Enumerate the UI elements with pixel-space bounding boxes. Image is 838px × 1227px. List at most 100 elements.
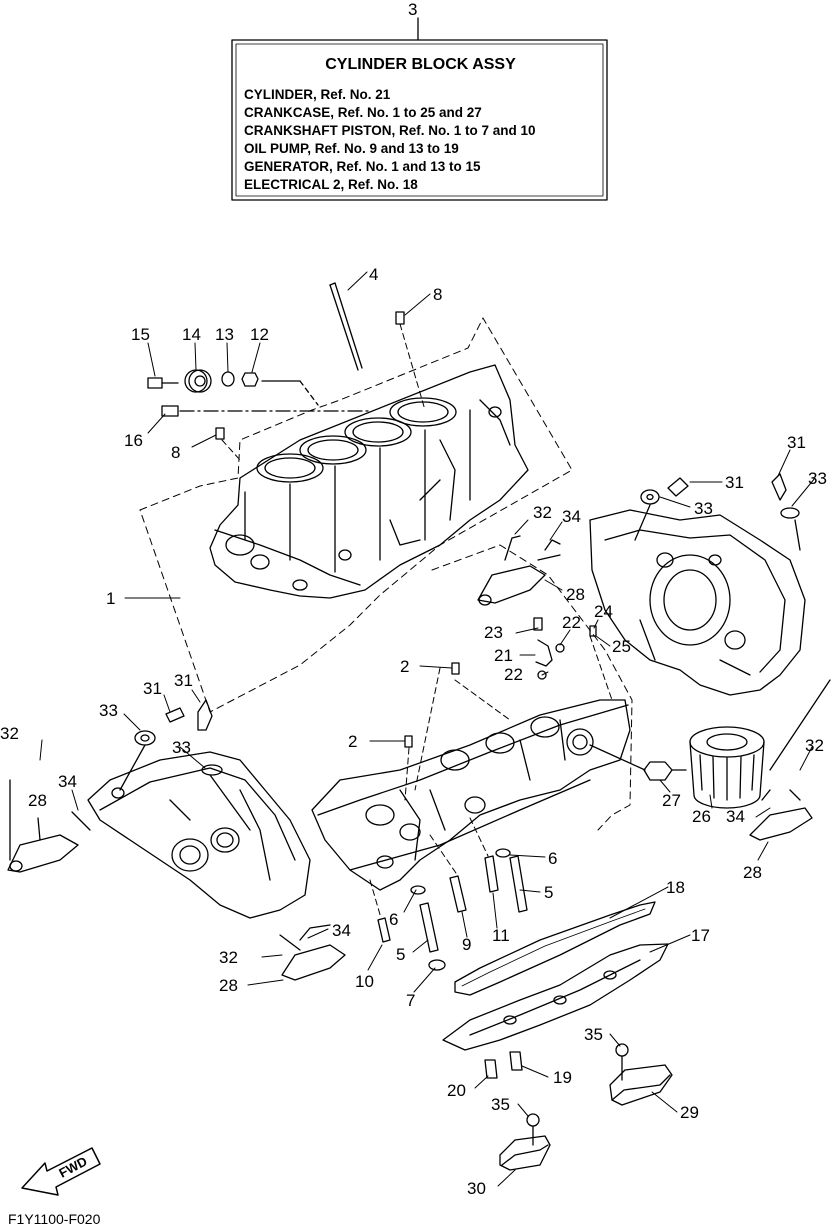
ref-label: 31 bbox=[143, 679, 162, 698]
assembly-callout-number: 3 bbox=[408, 0, 418, 19]
assembly-box-line: CRANKSHAFT PISTON, Ref. No. 1 to 7 and 1… bbox=[244, 123, 536, 138]
washer bbox=[201, 764, 223, 776]
ref-label: 34 bbox=[562, 507, 581, 526]
fwd-arrow-icon bbox=[21, 1147, 101, 1196]
ref-label: 16 bbox=[124, 431, 143, 450]
rubber-mount bbox=[499, 1113, 551, 1171]
assembly-info-box bbox=[231, 39, 608, 201]
ref-label: 28 bbox=[566, 585, 585, 604]
assembly-box-title: CYLINDER BLOCK ASSY bbox=[325, 56, 516, 73]
gasket bbox=[454, 901, 656, 996]
ref-label: 10 bbox=[355, 972, 374, 991]
ref-label: 20 bbox=[447, 1081, 466, 1100]
ref-label: 32 bbox=[0, 724, 19, 743]
ref-label: 34 bbox=[726, 807, 745, 826]
bolt bbox=[667, 477, 689, 497]
ref-label: 4 bbox=[369, 265, 378, 284]
ref-label: 6 bbox=[548, 849, 557, 868]
ref-label: 24 bbox=[594, 602, 613, 621]
stud-bolt bbox=[329, 282, 363, 371]
bolt bbox=[509, 1051, 523, 1071]
ref-label: 28 bbox=[743, 863, 762, 882]
oil-filter bbox=[689, 726, 765, 809]
cylinder-block bbox=[209, 364, 529, 599]
rubber-mount bbox=[609, 1043, 673, 1106]
ref-label: 31 bbox=[787, 433, 806, 452]
assembly-box-line: CRANKCASE, Ref. No. 1 to 25 and 27 bbox=[244, 105, 482, 120]
plug-assembly bbox=[147, 369, 371, 417]
washer bbox=[134, 730, 156, 746]
diagram-code: F1Y1100-F020 bbox=[8, 1211, 101, 1227]
ref-label: 22 bbox=[504, 665, 523, 684]
ref-label: 32 bbox=[219, 948, 238, 967]
bolt bbox=[484, 1059, 498, 1079]
dowel-pin bbox=[404, 735, 413, 748]
ref-label: 30 bbox=[467, 1179, 486, 1198]
dowel-pin bbox=[215, 427, 225, 440]
assembly-box-line: CYLINDER, Ref. No. 21 bbox=[244, 87, 391, 102]
generator-cover bbox=[589, 509, 806, 696]
ref-label: 1 bbox=[106, 589, 115, 608]
ref-label: 13 bbox=[215, 325, 234, 344]
bolt bbox=[165, 707, 185, 723]
crankcase-bolts bbox=[369, 817, 528, 971]
ref-label: 23 bbox=[484, 623, 503, 642]
ref-label: 26 bbox=[692, 807, 711, 826]
dowel-pin bbox=[395, 311, 405, 325]
ref-label: 25 bbox=[612, 637, 631, 656]
ref-label: 8 bbox=[171, 443, 180, 462]
dowel-pin bbox=[451, 662, 460, 675]
washer bbox=[640, 489, 660, 505]
ref-label: 28 bbox=[219, 976, 238, 995]
assembly-box-line: ELECTRICAL 2, Ref. No. 18 bbox=[244, 177, 418, 192]
ref-label: 27 bbox=[662, 791, 681, 810]
ref-label: 33 bbox=[808, 469, 827, 488]
oil-pan bbox=[442, 943, 669, 1051]
bolt bbox=[197, 699, 213, 731]
ref-label: 34 bbox=[58, 772, 77, 791]
ref-label: 32 bbox=[805, 736, 824, 755]
ref-label: 33 bbox=[172, 738, 191, 757]
ref-label: 5 bbox=[544, 883, 553, 902]
ref-label: 6 bbox=[389, 910, 398, 929]
fwd-label: FWD bbox=[56, 1154, 89, 1181]
union-fitting bbox=[589, 744, 687, 781]
bracket bbox=[749, 679, 831, 841]
ref-label: 34 bbox=[332, 921, 351, 940]
side-cover bbox=[87, 751, 311, 919]
ref-label: 31 bbox=[174, 671, 193, 690]
washer bbox=[780, 507, 800, 519]
ref-label: 2 bbox=[400, 657, 409, 676]
bracket bbox=[477, 535, 561, 606]
ref-label: 29 bbox=[680, 1103, 699, 1122]
bracket bbox=[7, 779, 91, 873]
ref-label: 35 bbox=[491, 1095, 510, 1114]
oil-fittings bbox=[533, 617, 613, 701]
ref-label: 11 bbox=[492, 926, 510, 945]
ref-label: 18 bbox=[666, 878, 685, 897]
ref-label: 28 bbox=[28, 791, 47, 810]
ref-label: 22 bbox=[562, 613, 581, 632]
ref-label: 32 bbox=[533, 503, 552, 522]
assembly-box-lines: CYLINDER, Ref. No. 21 CRANKCASE, Ref. No… bbox=[244, 86, 536, 194]
ref-label: 5 bbox=[396, 945, 405, 964]
crankcase bbox=[311, 699, 631, 891]
ref-label: 15 bbox=[131, 325, 150, 344]
ref-label: 9 bbox=[462, 935, 471, 954]
ref-label: 35 bbox=[584, 1025, 603, 1044]
ref-label: 21 bbox=[494, 646, 513, 665]
bolt bbox=[771, 473, 787, 501]
ref-label: 19 bbox=[553, 1068, 572, 1087]
bracket bbox=[279, 924, 346, 981]
ref-label: 33 bbox=[99, 701, 118, 720]
ref-label: 7 bbox=[406, 991, 415, 1010]
ref-label: 33 bbox=[694, 499, 713, 518]
ref-label: 17 bbox=[691, 926, 710, 945]
assembly-box-line: OIL PUMP, Ref. No. 9 and 13 to 19 bbox=[244, 141, 459, 156]
assembly-box-line: GENERATOR, Ref. No. 1 and 13 to 15 bbox=[244, 159, 481, 174]
ref-label: 14 bbox=[182, 325, 201, 344]
ref-label: 12 bbox=[250, 325, 269, 344]
ref-label: 2 bbox=[348, 732, 357, 751]
ref-label: 31 bbox=[725, 473, 744, 492]
